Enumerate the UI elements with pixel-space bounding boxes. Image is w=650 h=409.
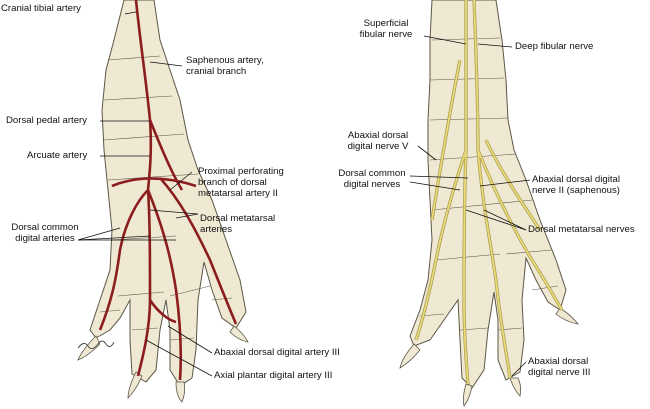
label-superficial-fibular-nerve: Superficial fibular nerve (359, 18, 413, 40)
left-foot-arteries (98, 0, 238, 381)
right-foot-illustration (399, 0, 579, 407)
right-foot-claws (399, 307, 579, 407)
left-foot-bones-outline (89, 0, 247, 387)
label-axial-plantar-digital-artery-iii: Axial plantar digital artery III (214, 370, 333, 381)
label-dorsal-common-digital-arteries: Dorsal common digital arteries (11, 222, 79, 244)
label-saphenous-artery: Saphenous artery, cranial branch (186, 55, 264, 77)
label-abaxial-dorsal-digital-artery-iii: Abaxial dorsal digital artery III (214, 347, 340, 358)
label-cranial-tibial-artery: Cranial tibial artery (1, 3, 81, 14)
right-foot-nerves-highlight (415, 0, 563, 385)
left-foot-illustration (77, 0, 249, 403)
leader-lines (77, 11, 531, 377)
artist-signature (77, 340, 115, 349)
label-abaxial-dorsal-digital-nerve-iii: Abaxial dorsal digital nerve III (528, 356, 591, 378)
label-arcuate-artery: Arcuate artery (27, 150, 88, 161)
label-dorsal-metatarsal-nerves: Dorsal metatarsal nerves (528, 224, 635, 235)
label-proximal-perforating-branch: Proximal perforating branch of dorsal me… (198, 166, 284, 199)
right-foot-digit-lines (419, 285, 559, 331)
label-dorsal-common-digital-nerves: Dorsal common digital nerves (338, 168, 406, 190)
label-abaxial-dorsal-digital-nerve-ii: Abaxial dorsal digital nerve II (sapheno… (532, 174, 620, 196)
label-abaxial-dorsal-digital-nerve-v: Abaxial dorsal digital nerve V (347, 130, 409, 152)
right-foot-bones-outline (409, 0, 567, 389)
left-foot-claws (77, 325, 249, 403)
left-foot-tarsal-lines (103, 55, 211, 297)
label-dorsal-pedal-artery: Dorsal pedal artery (6, 115, 88, 126)
left-foot-digit-lines (99, 297, 233, 341)
label-dorsal-metatarsal-arteries: Dorsal metatarsal arteries (200, 213, 276, 235)
label-deep-fibular-nerve: Deep fibular nerve (515, 41, 594, 52)
